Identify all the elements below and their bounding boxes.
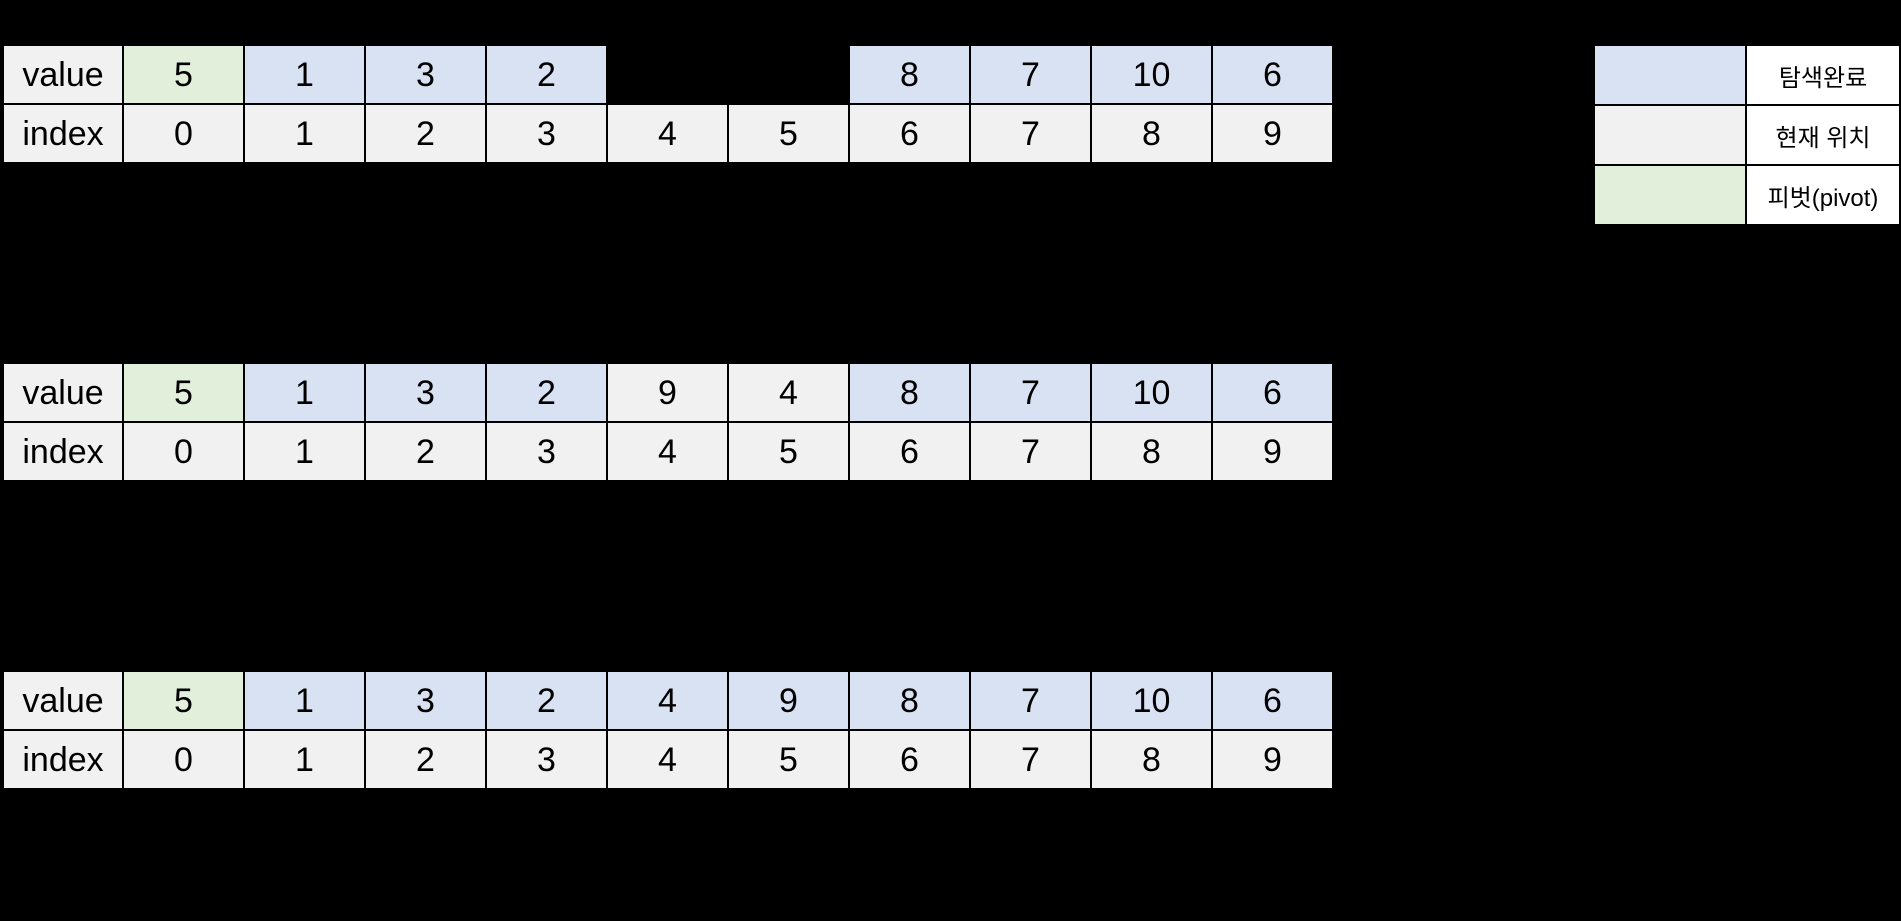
value-row-label: value <box>2 44 124 105</box>
index-cell-2: 2 <box>364 103 487 164</box>
value-cell-2: 3 <box>364 44 487 105</box>
index-cell-1: 1 <box>243 421 366 482</box>
index-row-label: index <box>2 421 124 482</box>
value-cell-7: 7 <box>969 362 1092 423</box>
index-row: index 0 1 2 3 4 5 6 7 8 9 <box>2 729 1334 790</box>
value-row-label: value <box>2 362 124 423</box>
step-2-array: value 5 1 3 2 9 4 8 7 10 6 index 0 1 2 3… <box>2 362 1334 482</box>
index-row: index 0 1 2 3 4 5 6 7 8 9 <box>2 103 1334 164</box>
visited-swatch <box>1593 44 1747 106</box>
index-cell-9: 9 <box>1211 103 1334 164</box>
index-cell-5: 5 <box>727 421 850 482</box>
value-cell-1: 1 <box>243 44 366 105</box>
pivot-swatch <box>1593 164 1747 226</box>
value-cell-2: 3 <box>364 670 487 731</box>
legend-label-pivot: 피벗(pivot) <box>1745 164 1901 226</box>
value-cell-1: 1 <box>243 670 366 731</box>
value-cell-4: 9 <box>606 362 729 423</box>
value-cell-5: 4 <box>727 362 850 423</box>
value-cell-0: 5 <box>122 44 245 105</box>
index-cell-4: 4 <box>606 103 729 164</box>
index-row-label: index <box>2 103 124 164</box>
current-swatch <box>1593 104 1747 166</box>
value-cell-5 <box>727 44 850 105</box>
index-row-label: index <box>2 729 124 790</box>
index-cell-8: 8 <box>1090 421 1213 482</box>
index-cell-6: 6 <box>848 421 971 482</box>
index-cell-7: 7 <box>969 103 1092 164</box>
value-cell-5: 9 <box>727 670 850 731</box>
index-cell-7: 7 <box>969 421 1092 482</box>
index-cell-8: 8 <box>1090 729 1213 790</box>
legend-label-current: 현재 위치 <box>1745 104 1901 166</box>
index-cell-0: 0 <box>122 421 245 482</box>
index-cell-8: 8 <box>1090 103 1213 164</box>
index-row: index 0 1 2 3 4 5 6 7 8 9 <box>2 421 1334 482</box>
value-cell-4: 4 <box>606 670 729 731</box>
index-cell-4: 4 <box>606 729 729 790</box>
value-cell-9: 6 <box>1211 44 1334 105</box>
legend-row-visited: 탐색완료 <box>1593 44 1901 106</box>
step-1-array: value 5 1 3 2 8 7 10 6 index 0 1 2 3 4 5… <box>2 44 1334 164</box>
value-cell-9: 6 <box>1211 670 1334 731</box>
value-cell-0: 5 <box>122 670 245 731</box>
value-row: value 5 1 3 2 8 7 10 6 <box>2 44 1334 105</box>
legend-row-current: 현재 위치 <box>1593 104 1901 166</box>
value-row: value 5 1 3 2 9 4 8 7 10 6 <box>2 362 1334 423</box>
index-cell-6: 6 <box>848 103 971 164</box>
legend-label-visited: 탐색완료 <box>1745 44 1901 106</box>
index-cell-3: 3 <box>485 103 608 164</box>
value-cell-8: 10 <box>1090 44 1213 105</box>
legend-row-pivot: 피벗(pivot) <box>1593 164 1901 226</box>
value-cell-7: 7 <box>969 44 1092 105</box>
value-cell-3: 2 <box>485 44 608 105</box>
index-cell-6: 6 <box>848 729 971 790</box>
value-cell-3: 2 <box>485 362 608 423</box>
legend: 탐색완료 현재 위치 피벗(pivot) <box>1593 44 1901 226</box>
index-cell-3: 3 <box>485 421 608 482</box>
index-cell-1: 1 <box>243 729 366 790</box>
value-cell-6: 8 <box>848 44 971 105</box>
value-cell-9: 6 <box>1211 362 1334 423</box>
value-cell-0: 5 <box>122 362 245 423</box>
index-cell-4: 4 <box>606 421 729 482</box>
index-cell-9: 9 <box>1211 421 1334 482</box>
value-cell-6: 8 <box>848 362 971 423</box>
index-cell-5: 5 <box>727 103 850 164</box>
value-cell-8: 10 <box>1090 670 1213 731</box>
step-3-array: value 5 1 3 2 4 9 8 7 10 6 index 0 1 2 3… <box>2 670 1334 790</box>
value-cell-8: 10 <box>1090 362 1213 423</box>
index-cell-7: 7 <box>969 729 1092 790</box>
value-row-label: value <box>2 670 124 731</box>
value-cell-2: 3 <box>364 362 487 423</box>
index-cell-3: 3 <box>485 729 608 790</box>
value-cell-7: 7 <box>969 670 1092 731</box>
index-cell-0: 0 <box>122 103 245 164</box>
value-cell-6: 8 <box>848 670 971 731</box>
index-cell-0: 0 <box>122 729 245 790</box>
index-cell-2: 2 <box>364 729 487 790</box>
value-row: value 5 1 3 2 4 9 8 7 10 6 <box>2 670 1334 731</box>
value-cell-4 <box>606 44 729 105</box>
value-cell-3: 2 <box>485 670 608 731</box>
index-cell-1: 1 <box>243 103 366 164</box>
index-cell-5: 5 <box>727 729 850 790</box>
value-cell-1: 1 <box>243 362 366 423</box>
index-cell-2: 2 <box>364 421 487 482</box>
index-cell-9: 9 <box>1211 729 1334 790</box>
